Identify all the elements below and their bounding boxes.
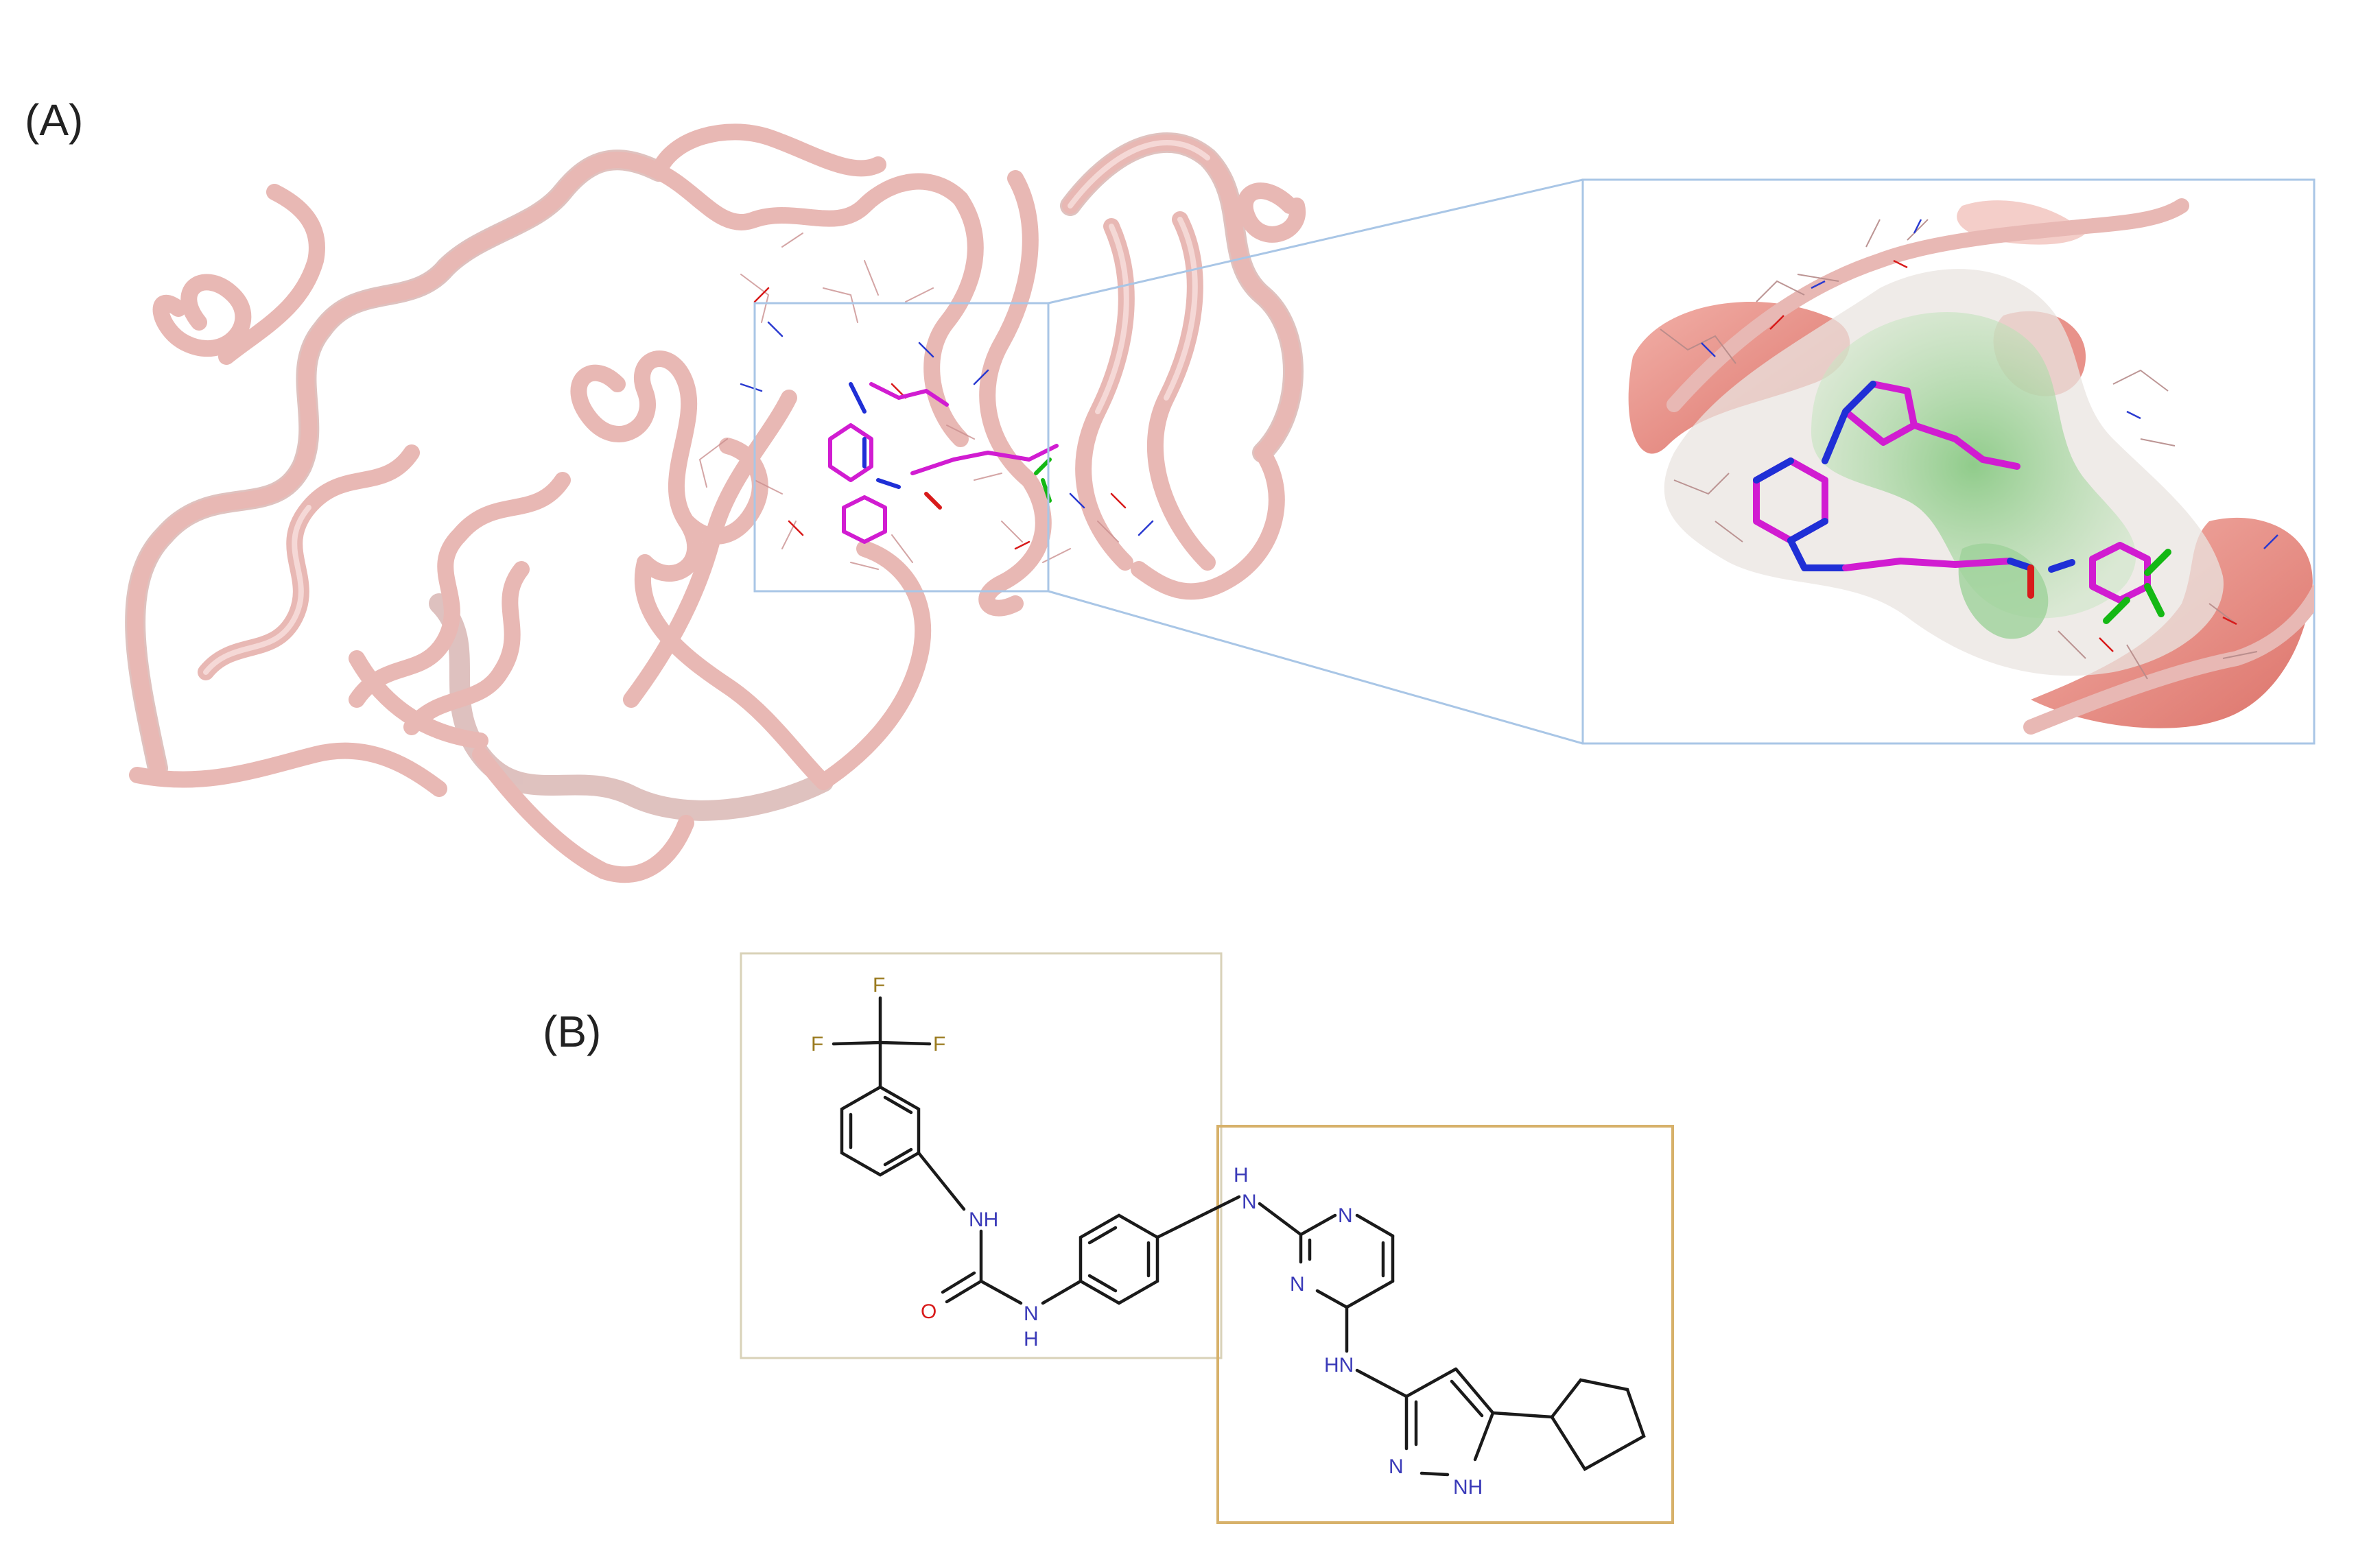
atom-f-right: F <box>933 1033 945 1056</box>
atom-hn-pyrazole-link: HN <box>1324 1354 1354 1377</box>
atom-nh-lower-n: N <box>1024 1302 1039 1325</box>
protein-ribbon <box>125 123 1306 883</box>
atom-pyrimidine-n-left: N <box>1290 1273 1305 1296</box>
panel-a-label: (A) <box>25 95 83 145</box>
ligand-stick-model-zoom <box>1753 381 2171 624</box>
atom-nh-upper: NH <box>969 1208 998 1231</box>
pyrimidine-ring <box>1299 1213 1395 1353</box>
trifluoromethyl-group <box>832 996 932 1089</box>
pyrazole-ring <box>1404 1367 1495 1477</box>
atom-pyrazole-n: N <box>1389 1455 1404 1478</box>
panel-b-label: (B) <box>543 1007 601 1056</box>
atom-pyrazole-nh: NH <box>1453 1476 1483 1499</box>
fragment-box-right <box>1216 1125 1674 1524</box>
zoom-region-frame <box>753 178 1583 745</box>
chemical-structure: F F F NH O N H H N <box>811 974 1646 1499</box>
cyclopentyl-ring <box>1550 1378 1646 1472</box>
phenyl-ring-cf3 <box>840 1085 921 1177</box>
fragment-box-left <box>740 952 1223 1359</box>
ligand-stick-model-overview <box>828 382 1059 544</box>
atom-f-top: F <box>873 974 885 997</box>
binding-pocket-zoom <box>1581 178 2316 745</box>
phenyl-ring-central <box>1079 1213 1159 1305</box>
atom-nh-lower-h: H <box>1024 1328 1039 1350</box>
atom-nh-bridge-n: N <box>1242 1191 1257 1213</box>
atom-f-left: F <box>811 1033 823 1056</box>
atom-o: O <box>921 1300 936 1323</box>
atom-pyrimidine-n-top: N <box>1338 1204 1353 1227</box>
atom-nh-bridge-h: H <box>1234 1164 1249 1187</box>
